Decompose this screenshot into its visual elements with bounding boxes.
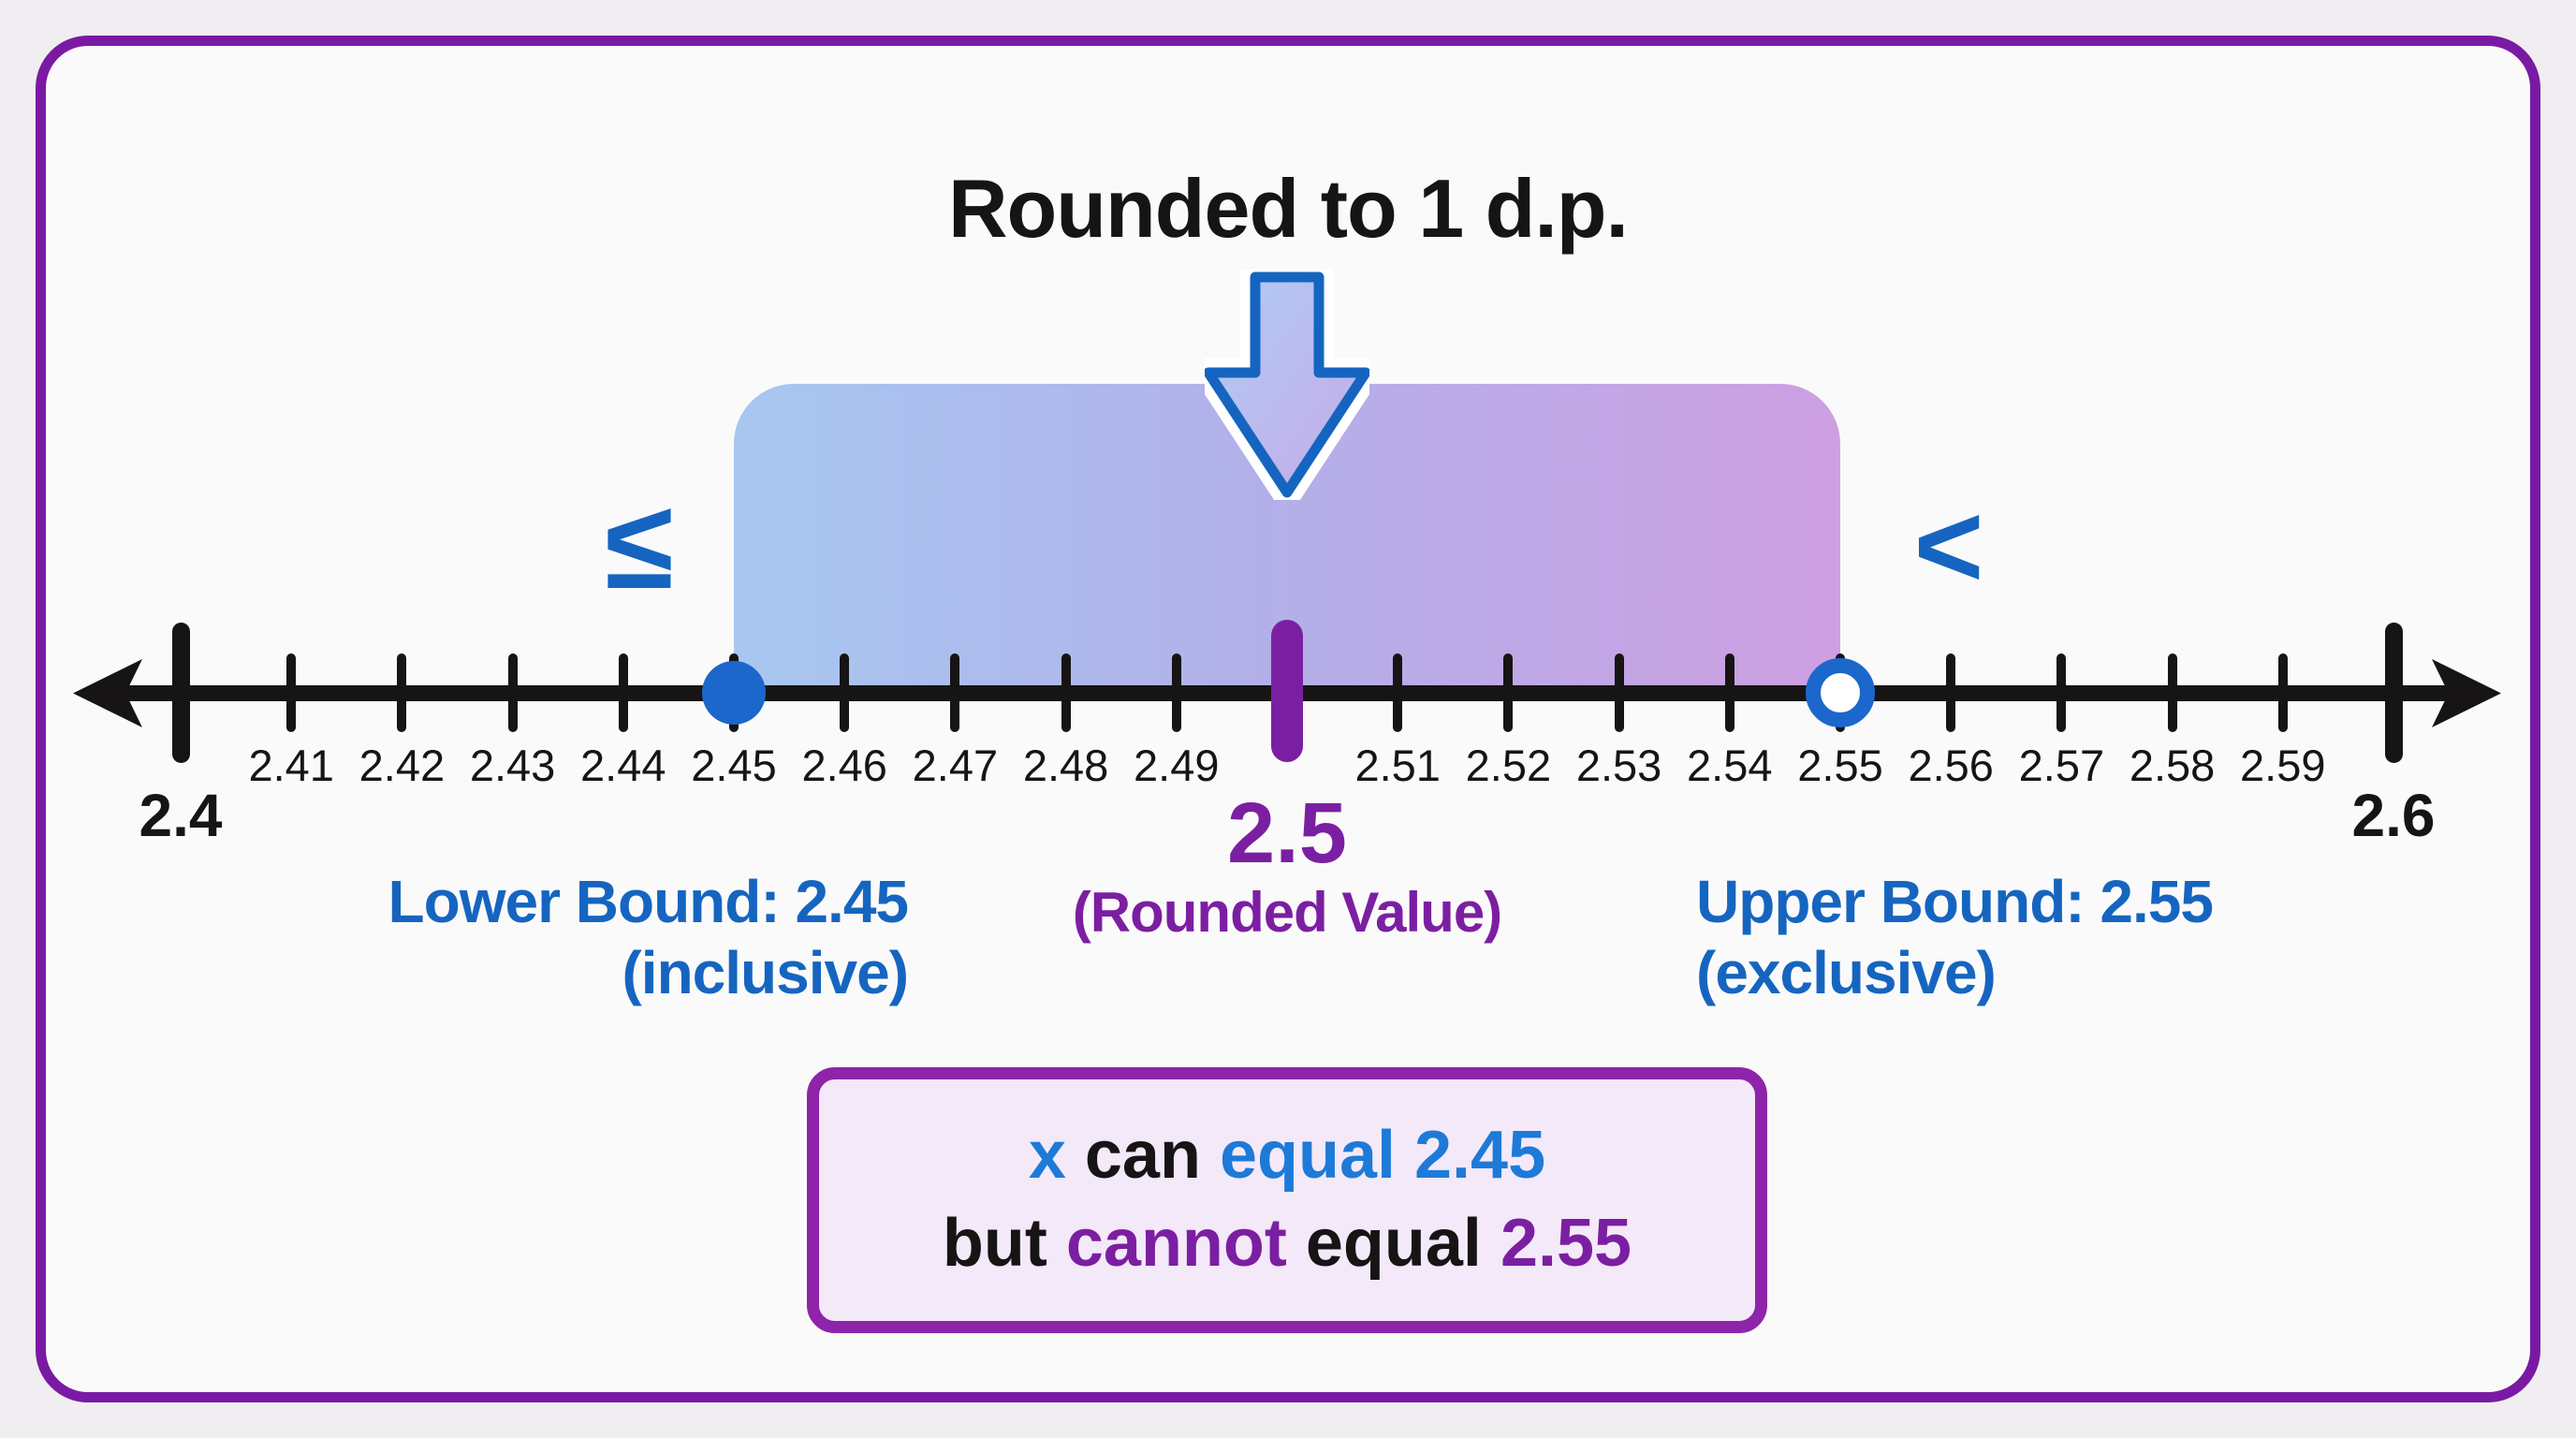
tick-2.44	[618, 653, 628, 732]
rounded-value-marker	[1271, 620, 1303, 762]
tick-label-2.45: 2.45	[691, 741, 777, 790]
tick-2.48	[1061, 653, 1071, 732]
lower-bound-point	[702, 661, 766, 725]
lower-bound-annotation: Lower Bound: 2.45 (inclusive)	[234, 867, 910, 1008]
tick-2.51	[1393, 653, 1403, 732]
note-segment: x	[1028, 1118, 1085, 1194]
less-than-icon: <	[1913, 478, 1984, 613]
tick-label-2.56: 2.56	[1908, 741, 1994, 790]
tick-2.53	[1614, 653, 1624, 732]
upper-bound-qualifier: (exclusive)	[1696, 938, 1997, 1006]
tick-2.47	[950, 653, 960, 732]
tick-label-2.53: 2.53	[1575, 741, 1662, 790]
tick-2.58	[2167, 653, 2177, 732]
tick-label-2.57: 2.57	[2018, 741, 2105, 790]
tick-label-2.41: 2.41	[248, 741, 334, 790]
tick-label-2.52: 2.52	[1465, 741, 1552, 790]
note-segment: 2.55	[1500, 1206, 1632, 1281]
tick-2.46	[840, 653, 850, 732]
tick-label-2.58: 2.58	[2129, 741, 2216, 790]
less-equal-icon: ≤	[605, 475, 674, 615]
note-segment: equal	[1305, 1206, 1500, 1281]
tick-label-2.44: 2.44	[580, 741, 666, 790]
tick-label-2.43: 2.43	[469, 741, 556, 790]
endpoint-label-2.6: 2.6	[2351, 782, 2436, 849]
tick-label-2.42: 2.42	[359, 741, 446, 790]
note-line-2: but cannot equal 2.55	[943, 1200, 1632, 1288]
tick-2.43	[507, 653, 518, 732]
tick-label-2.49: 2.49	[1134, 741, 1220, 790]
tick-2.42	[397, 653, 407, 732]
rounded-value-label: 2.5	[1227, 785, 1347, 881]
tick-label-2.47: 2.47	[912, 741, 999, 790]
tick-2.57	[2056, 653, 2067, 732]
note-segment: but	[942, 1206, 1066, 1281]
tick-2.56	[1946, 653, 1956, 732]
note-line-1: x can equal 2.45	[943, 1112, 1632, 1200]
endpoint-tick-2.4	[171, 623, 190, 763]
note-segment: can	[1084, 1118, 1220, 1194]
lower-bound-text: Lower Bound: 2.45	[388, 868, 910, 935]
upper-bound-point	[1806, 658, 1875, 727]
note-segment: equal 2.45	[1219, 1118, 1546, 1194]
tick-label-2.48: 2.48	[1022, 741, 1109, 790]
endpoint-label-2.4: 2.4	[139, 782, 223, 849]
down-arrow-icon	[1205, 270, 1369, 500]
upper-bound-annotation: Upper Bound: 2.55 (exclusive)	[1696, 867, 2426, 1008]
lower-bound-qualifier: (inclusive)	[622, 938, 909, 1006]
note-segment: cannot	[1065, 1206, 1306, 1281]
tick-2.54	[1724, 653, 1734, 732]
tick-2.41	[286, 653, 297, 732]
tick-label-2.46: 2.46	[801, 741, 887, 790]
diagram-title: Rounded to 1 d.p.	[947, 162, 1629, 255]
tick-label-2.54: 2.54	[1687, 741, 1773, 790]
rounded-value-caption: (Rounded Value)	[1072, 881, 1502, 944]
tick-2.49	[1171, 653, 1181, 732]
tick-2.52	[1503, 653, 1514, 732]
tick-2.59	[2277, 653, 2288, 732]
endpoint-tick-2.6	[2384, 623, 2403, 763]
tick-label-2.51: 2.51	[1354, 741, 1441, 790]
upper-bound-text: Upper Bound: 2.55	[1696, 868, 2214, 935]
tick-label-2.55: 2.55	[1797, 741, 1883, 790]
tick-label-2.59: 2.59	[2240, 741, 2326, 790]
